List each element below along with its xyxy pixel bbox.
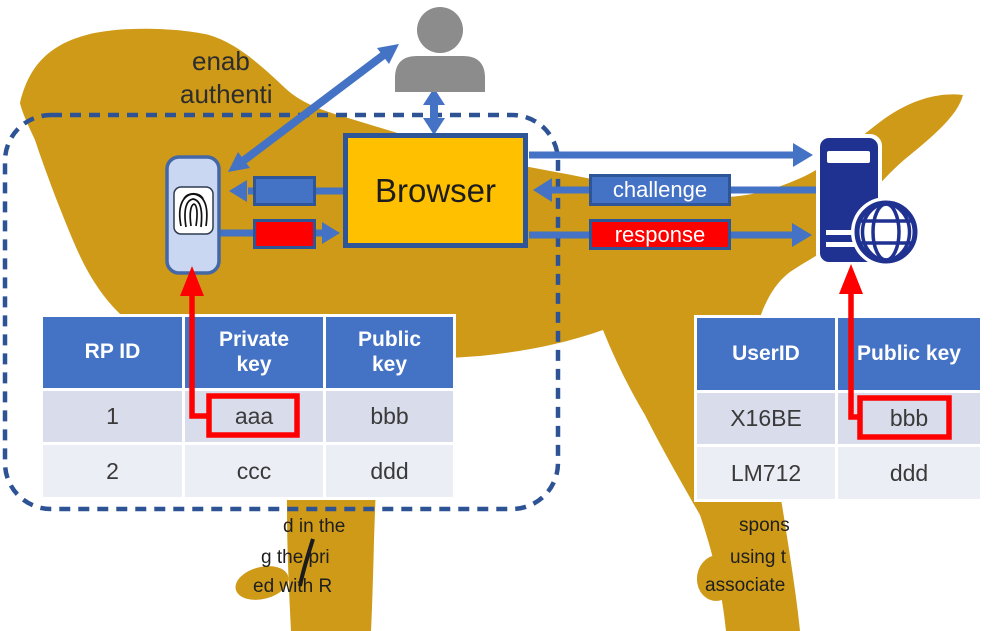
browser-node: Browser bbox=[343, 133, 528, 248]
col-header-private-key: Private key bbox=[185, 317, 323, 388]
table-cell: 1 bbox=[43, 391, 182, 442]
dog-leg-mark bbox=[298, 538, 315, 587]
user-icon bbox=[395, 7, 485, 92]
caption-top-line2: authenti bbox=[180, 79, 273, 109]
col-header-userid: UserID bbox=[697, 318, 835, 390]
dog-rear-paw bbox=[696, 555, 738, 601]
table-cell: ddd bbox=[838, 447, 980, 499]
fingerprint-icon bbox=[178, 192, 208, 228]
caption-right-line3: associate bbox=[705, 575, 786, 596]
client-boundary-dashed-box bbox=[2, 112, 561, 512]
caption-left-line2: g the pri bbox=[261, 547, 330, 568]
caption-left-line1: d in the bbox=[283, 516, 346, 537]
caption-right-line2: using t bbox=[730, 547, 786, 568]
caption-right-line1: spons bbox=[739, 515, 790, 536]
server-globe-icon bbox=[816, 134, 921, 267]
caption-top-line1: enab bbox=[192, 46, 250, 76]
challenge-small-rect bbox=[253, 176, 316, 206]
col-header-public-key: Public key bbox=[326, 317, 453, 388]
challenge-label: challenge bbox=[612, 177, 708, 202]
globe-icon bbox=[851, 197, 921, 267]
table-cell: bbb bbox=[326, 391, 453, 442]
response-small-rect bbox=[253, 219, 316, 249]
user-authenticator-arrow bbox=[228, 44, 399, 172]
user-browser-arrow bbox=[423, 88, 445, 135]
table-cell: LM712 bbox=[697, 447, 835, 499]
col-header-rp-id: RP ID bbox=[43, 317, 182, 388]
table-cell-private-key-aaa: aaa bbox=[185, 391, 323, 442]
challenge-label-box: challenge bbox=[589, 174, 731, 206]
table-cell-public-key-bbb: bbb bbox=[838, 393, 980, 444]
caption-left-line3: ed with R bbox=[253, 576, 333, 597]
table-cell: ddd bbox=[326, 445, 453, 497]
browser-to-server-arrow bbox=[529, 143, 813, 167]
authenticator-key-table: RP ID Private key Public key 1 aaa bbb 2… bbox=[40, 314, 456, 500]
table-cell: X16BE bbox=[697, 393, 835, 444]
response-label-box: response bbox=[589, 219, 731, 250]
response-label: response bbox=[614, 221, 706, 247]
fingerprint-phone-icon bbox=[165, 155, 221, 275]
table-cell: 2 bbox=[43, 445, 182, 497]
col-header-public-key: Public key bbox=[838, 318, 980, 390]
browser-label: Browser bbox=[374, 171, 497, 209]
table-cell: ccc bbox=[185, 445, 323, 497]
dog-front-paw bbox=[235, 566, 289, 600]
server-user-table: UserID Public key X16BE bbb LM712 ddd bbox=[694, 315, 983, 502]
